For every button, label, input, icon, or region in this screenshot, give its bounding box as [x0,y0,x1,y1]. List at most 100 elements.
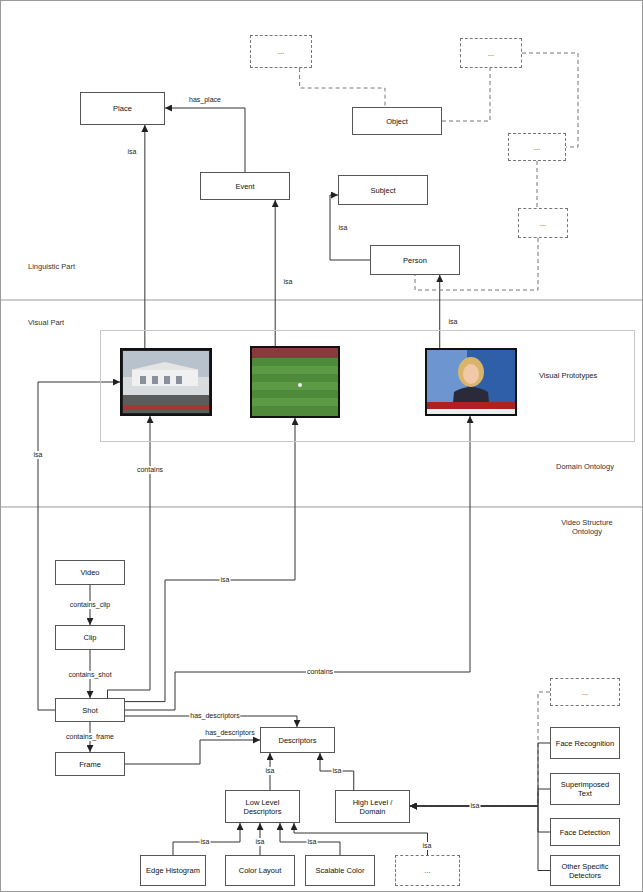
section-label: Linguistic Part [28,262,118,271]
newsreader-keyframe [425,348,517,416]
edge-label: contains [136,466,164,474]
box-label: Edge Histogram [143,866,203,875]
edge-label: isa [338,224,349,232]
connector [144,125,145,348]
connector [439,275,440,348]
box-label: ... [275,47,287,56]
edge-label: isa [283,278,294,286]
edge-label: has_place [188,96,222,104]
box-label: ... [537,219,549,228]
box-label: High Level / Domain [336,798,409,816]
connector [165,108,245,172]
edge-label: isa [422,842,433,850]
class-box: Face Recognition [550,727,620,759]
box-label: ... [579,688,591,697]
box-label: ... [421,866,433,875]
box-label: Low Level Descriptors [226,798,299,816]
box-label: Color Layout [236,866,285,875]
edge-label: has_descriptors [189,712,240,720]
class-box: Descriptors [260,727,335,753]
class-box: Color Layout [225,855,295,886]
connector [125,418,295,702]
keyframe-image [250,346,340,418]
connector [275,200,276,346]
edge-label: isa [448,318,459,326]
connector [442,68,490,121]
edge-label: contains [306,668,334,676]
box-label: Event [232,182,257,191]
edge-label: isa [332,767,343,775]
football-keyframe [250,346,340,418]
box-label: Scalable Color [313,866,368,875]
class-box: Edge Histogram [140,855,206,886]
class-box: Superimposed Text [550,773,620,805]
box-label: Descriptors [276,736,320,745]
section-label: Visual Part [28,318,108,327]
placeholder-box: ... [518,208,568,238]
class-box: High Level / Domain [335,790,410,823]
section-label: Video Structure Ontology [556,518,618,536]
box-label: Face Recognition [553,739,617,748]
connector [125,740,260,764]
placeholder-box: ... [395,855,460,886]
connector [300,68,385,107]
connector [537,161,538,208]
class-box: Video [55,560,125,585]
keyframe-image [425,348,517,416]
prototype-band: Visual Prototypes [100,330,635,442]
box-label: Superimposed Text [551,780,619,798]
keyframe-image [120,348,212,416]
box-label: Clip [81,633,100,642]
class-box: Other Specific Detectors [550,855,620,886]
box-label: Object [383,117,411,126]
class-box: Subject [338,175,428,205]
box-label: Face Detection [557,828,613,837]
edge-label: isa [307,838,318,846]
edge-label: isa [33,451,44,459]
connector [125,416,470,710]
placeholder-box: ... [250,35,312,68]
box-label: Other Specific Detectors [551,862,619,880]
class-box: Person [370,245,460,275]
section-label: Domain Ontology [555,462,615,471]
box-label: Visual Prototypes [539,371,630,380]
edge-label: isa [255,838,266,846]
edge-label: has_descriptors [204,729,255,737]
connector [410,692,550,806]
edge-label: isa [470,802,481,810]
class-box: Frame [55,752,125,776]
box-label: ... [531,143,543,152]
section-separator [0,506,643,507]
class-box: Scalable Color [305,855,375,886]
edge-label: isa [127,148,138,156]
connector [320,753,354,790]
placeholder-box: ... [460,38,522,68]
class-box: Clip [55,625,125,650]
class-box: Place [80,92,165,125]
placeholder-box: ... [508,133,566,161]
stadium-keyframe [120,348,212,416]
class-box: Low Level Descriptors [225,790,300,823]
box-label: Person [400,256,430,265]
edge-label: contains_shot [67,671,112,679]
edge-label: isa [200,838,211,846]
section-separator [0,299,643,300]
class-box: Shot [55,698,125,722]
edge-label: isa [265,767,276,775]
class-box: Event [200,172,290,200]
connector [108,416,151,698]
connector [280,823,340,855]
connector [410,743,550,806]
class-box: Face Detection [550,818,620,846]
placeholder-box: ... [550,678,620,706]
box-label: Frame [76,760,104,769]
box-label: Subject [367,186,398,195]
connector [38,382,120,710]
edge-label: contains_clip [69,601,111,609]
box-label: Place [110,104,135,113]
connector [173,823,240,855]
box-label: Shot [79,706,100,715]
edge-label: isa [220,576,231,584]
edge-label: contains_frame [65,733,115,741]
